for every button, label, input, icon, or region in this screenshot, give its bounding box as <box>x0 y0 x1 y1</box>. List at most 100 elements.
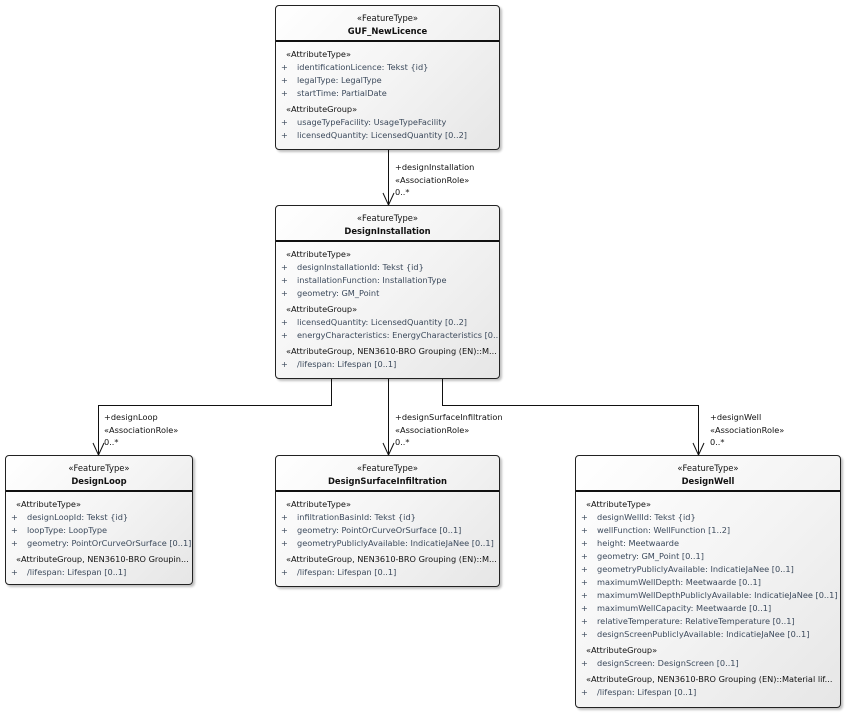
class-attributes: «AttributeType» +designWellId: Tekst {id}… <box>576 492 840 704</box>
class-header: «FeatureType»DesignSurfaceInfiltration <box>276 456 499 492</box>
attribute-row[interactable]: +designLoopId: Tekst {id} <box>6 511 192 524</box>
attribute-text: height: Meetwaarde <box>597 538 679 548</box>
attribute-row[interactable]: +designInstallationId: Tekst {id} <box>276 261 499 274</box>
attribute-row[interactable]: +/lifespan: Lifespan [0..1] <box>276 358 499 371</box>
attribute-section: «AttributeGroup»+designScreen: DesignScr… <box>576 644 840 670</box>
section-stereotype: «AttributeGroup» <box>286 104 358 114</box>
visibility-marker: + <box>281 359 288 369</box>
attribute-row[interactable]: +relativeTemperature: RelativeTemperatur… <box>576 615 840 628</box>
attribute-row[interactable]: + wellFunction: WellFunction [1..2] <box>576 524 840 537</box>
attribute-text: geometryPubliclyAvailable: IndicatieJaNe… <box>597 564 794 574</box>
class-guf[interactable]: «FeatureType»GUF_NewLicence«AttributeTyp… <box>275 5 500 150</box>
attribute-row[interactable]: + /lifespan: Lifespan [0..1] <box>276 566 499 579</box>
section-stereotype: «AttributeGroup, NEN3610-BRO Grouping (E… <box>286 554 497 564</box>
attribute-row[interactable]: + maximumWellDepth: Meetwaarde [0..1] <box>576 576 840 589</box>
attribute-row[interactable]: +designScreen: DesignScreen [0..1] <box>576 657 840 670</box>
attribute-text: maximumWellDepth: Meetwaarde [0..1] <box>597 577 761 587</box>
attribute-text: wellFunction: WellFunction [1..2] <box>597 525 731 535</box>
visibility-marker: + <box>581 577 588 587</box>
visibility-marker: + <box>281 275 288 285</box>
attribute-row[interactable]: + height: Meetwaarde <box>576 537 840 550</box>
attribute-text: legalType: LegalType <box>297 75 382 85</box>
attribute-section: «AttributeGroup, NEN3610-BRO Grouping (E… <box>276 553 499 579</box>
attribute-section: «AttributeType» +designLoopId: Tekst {id}… <box>6 498 192 550</box>
attribute-section: «AttributeType» +identificationLicence: T… <box>276 48 499 100</box>
visibility-marker: + <box>581 512 588 522</box>
attribute-row[interactable]: +geometry: GM_Point <box>276 287 499 300</box>
role-stereotype: «AssociationRole» <box>710 424 785 435</box>
attribute-text: geometry: GM_Point <box>297 288 380 298</box>
association-line-design-well <box>442 378 699 455</box>
visibility-marker: + <box>281 567 288 577</box>
attribute-text: geometryPubliclyAvailable: IndicatieJaNe… <box>297 538 494 548</box>
attribute-row[interactable]: +licensedQuantity: LicensedQuantity [0..… <box>276 316 499 329</box>
attribute-section: «AttributeType» +designWellId: Tekst {id}… <box>576 498 840 641</box>
section-stereotype: «AttributeType» <box>286 499 351 509</box>
class-attributes: «AttributeType» +designLoopId: Tekst {id}… <box>6 492 192 584</box>
attribute-row[interactable]: +designScreenPubliclyAvailable: Indicati… <box>576 628 840 641</box>
visibility-marker: + <box>11 512 18 522</box>
attribute-row[interactable]: + /lifespan: Lifespan [0..1] <box>576 686 840 699</box>
visibility-marker: + <box>11 525 18 535</box>
role-stereotype: «AssociationRole» <box>104 424 179 435</box>
attribute-text: installationFunction: InstallationType <box>297 275 447 285</box>
attribute-row[interactable]: +infiltrationBasinId: Tekst {id} <box>276 511 499 524</box>
attribute-row[interactable]: +loopType: LoopType <box>6 524 192 537</box>
attribute-row[interactable]: +usageTypeFacility: UsageTypeFacility <box>276 116 499 129</box>
association-label-loop: +designLoop«AssociationRole»0..* <box>104 411 178 449</box>
class-di[interactable]: «FeatureType»DesignInstallation «Attribut… <box>275 205 500 379</box>
class-name: DesignWell <box>681 476 735 486</box>
attribute-row[interactable]: +legalType: LegalType <box>276 74 499 87</box>
role-stereotype: «AssociationRole» <box>395 174 470 185</box>
section-stereotype: «AttributeType» <box>16 499 81 509</box>
class-attributes: «AttributeType» +identificationLicence: T… <box>276 42 499 147</box>
class-dsi[interactable]: «FeatureType»DesignSurfaceInfiltration «A… <box>275 455 500 587</box>
visibility-marker: + <box>581 616 588 626</box>
visibility-marker: + <box>581 687 588 697</box>
association-label-well: +designWell «AssociationRole» 0..* <box>710 411 784 449</box>
attribute-row[interactable]: +geometry: PointOrCurveOrSurface [0..1] <box>276 524 499 537</box>
attribute-row[interactable]: +designWellId: Tekst {id} <box>576 511 840 524</box>
attribute-text: licensedQuantity: LicensedQuantity [0..2… <box>297 317 467 327</box>
visibility-marker: + <box>581 603 588 613</box>
class-loop[interactable]: «FeatureType»DesignLoop «AttributeType» +d… <box>5 455 193 585</box>
visibility-marker: + <box>281 525 288 535</box>
visibility-marker: + <box>581 525 588 535</box>
section-stereotype: «AttributeType» <box>286 49 351 59</box>
attribute-row[interactable]: +startTime: PartialDate <box>276 87 499 100</box>
visibility-marker: + <box>281 130 288 140</box>
attribute-row[interactable]: +geometryPubliclyAvailable: IndicatieJaN… <box>276 537 499 550</box>
attribute-section: «AttributeGroup»+licensedQuantity: Licen… <box>276 303 499 342</box>
attribute-text: geometry: PointOrCurveOrSurface [0..1] <box>27 538 192 548</box>
attribute-row[interactable]: +geometry: PointOrCurveOrSurface [0..1] <box>6 537 192 550</box>
visibility-marker: + <box>11 567 18 577</box>
attribute-text: startTime: PartialDate <box>297 88 387 98</box>
visibility-marker: + <box>281 330 288 340</box>
class-header: «FeatureType»DesignLoop <box>6 456 192 492</box>
attribute-section: «AttributeGroup, NEN3610-BRO Grouping (E… <box>576 673 840 699</box>
class-header: «FeatureType»DesignInstallation <box>276 206 499 242</box>
attribute-row[interactable]: +licensedQuantity: LicensedQuantity [0..… <box>276 129 499 142</box>
class-well[interactable]: «FeatureType»DesignWell«AttributeType»+d… <box>575 455 841 708</box>
class-name: DesignLoop <box>71 476 127 486</box>
attribute-row[interactable]: +geometry: GM_Point [0..1] <box>576 550 840 563</box>
class-name: DesignInstallation <box>344 226 431 236</box>
attribute-row[interactable]: + energyCharacteristics: EnergyCharacteri… <box>276 329 499 342</box>
section-stereotype: «AttributeType» <box>586 499 651 509</box>
role-stereotype: «AssociationRole» <box>395 424 470 435</box>
visibility-marker: + <box>581 538 588 548</box>
attribute-row[interactable]: + installationFunction: InstallationType <box>276 274 499 287</box>
attribute-text: /lifespan: Lifespan [0..1] <box>597 687 697 697</box>
multiplicity: 0..* <box>710 437 725 447</box>
attribute-text: /lifespan: Lifespan [0..1] <box>297 567 397 577</box>
attribute-row[interactable]: + geometryPubliclyAvailable: IndicatieJaN… <box>576 563 840 576</box>
visibility-marker: + <box>581 564 588 574</box>
multiplicity: 0..* <box>104 437 119 447</box>
attribute-row[interactable]: +/lifespan: Lifespan [0..1] <box>6 566 192 579</box>
attribute-row[interactable]: +maximumWellCapacity: Meetwaarde [0..1] <box>576 602 840 615</box>
attribute-row[interactable]: +identificationLicence: Tekst {id} <box>276 61 499 74</box>
attribute-text: energyCharacteristics: EnergyCharacteris… <box>297 330 500 340</box>
attribute-row[interactable]: +maximumWellDepthPubliclyAvailable: Indi… <box>576 589 840 602</box>
visibility-marker: + <box>581 658 588 668</box>
role-name: +designWell <box>710 412 762 422</box>
